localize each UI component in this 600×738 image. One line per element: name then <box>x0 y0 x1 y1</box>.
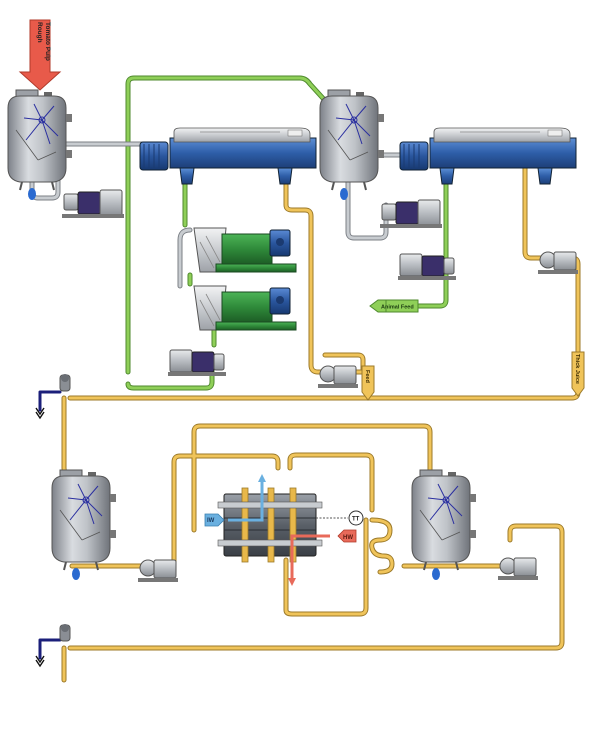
mixing-tank-3 <box>51 469 116 580</box>
pump-7 <box>138 559 178 582</box>
pump-4 <box>168 349 226 376</box>
inlet-label-line1: Rough <box>36 22 43 43</box>
decanter-1 <box>139 127 317 185</box>
pump-1 <box>62 189 124 218</box>
feed-arrow: Feed <box>361 365 375 401</box>
inlet-label-line2: Tomato Pulp <box>44 22 51 61</box>
thick-juice-label: Thick Juice <box>574 354 580 384</box>
iw-label: IW <box>207 518 215 524</box>
feed-label: Feed <box>364 370 370 383</box>
thick-juice-arrow: Thick Juice <box>571 351 585 397</box>
valve-icon <box>59 374 71 642</box>
tt-label: TT <box>352 517 360 523</box>
refiner-1 <box>193 227 297 273</box>
pump-3 <box>398 253 456 280</box>
temperature-transmitter-icon: TT <box>316 510 364 526</box>
pump-5 <box>318 365 358 388</box>
mixing-tank-2 <box>319 89 384 200</box>
animal-feed-arrow: Animal Feed <box>369 299 419 313</box>
drain-arrow-icon <box>35 407 45 668</box>
refiner-2 <box>193 285 297 331</box>
hw-label: HW <box>343 535 353 541</box>
cooling-water-flow: IW <box>204 474 266 527</box>
animal-feed-label: Animal Feed <box>381 305 414 311</box>
inlet-arrow: Rough Tomato Pulp <box>18 19 62 91</box>
pump-2 <box>380 199 442 228</box>
decanter-2 <box>399 127 577 185</box>
pump-6 <box>538 251 578 274</box>
mixing-tank-1 <box>7 89 72 200</box>
heat-exchanger <box>217 487 323 563</box>
pump-8 <box>498 557 538 580</box>
mixing-tank-4 <box>411 469 476 580</box>
hot-water-flow: HW <box>288 529 357 586</box>
